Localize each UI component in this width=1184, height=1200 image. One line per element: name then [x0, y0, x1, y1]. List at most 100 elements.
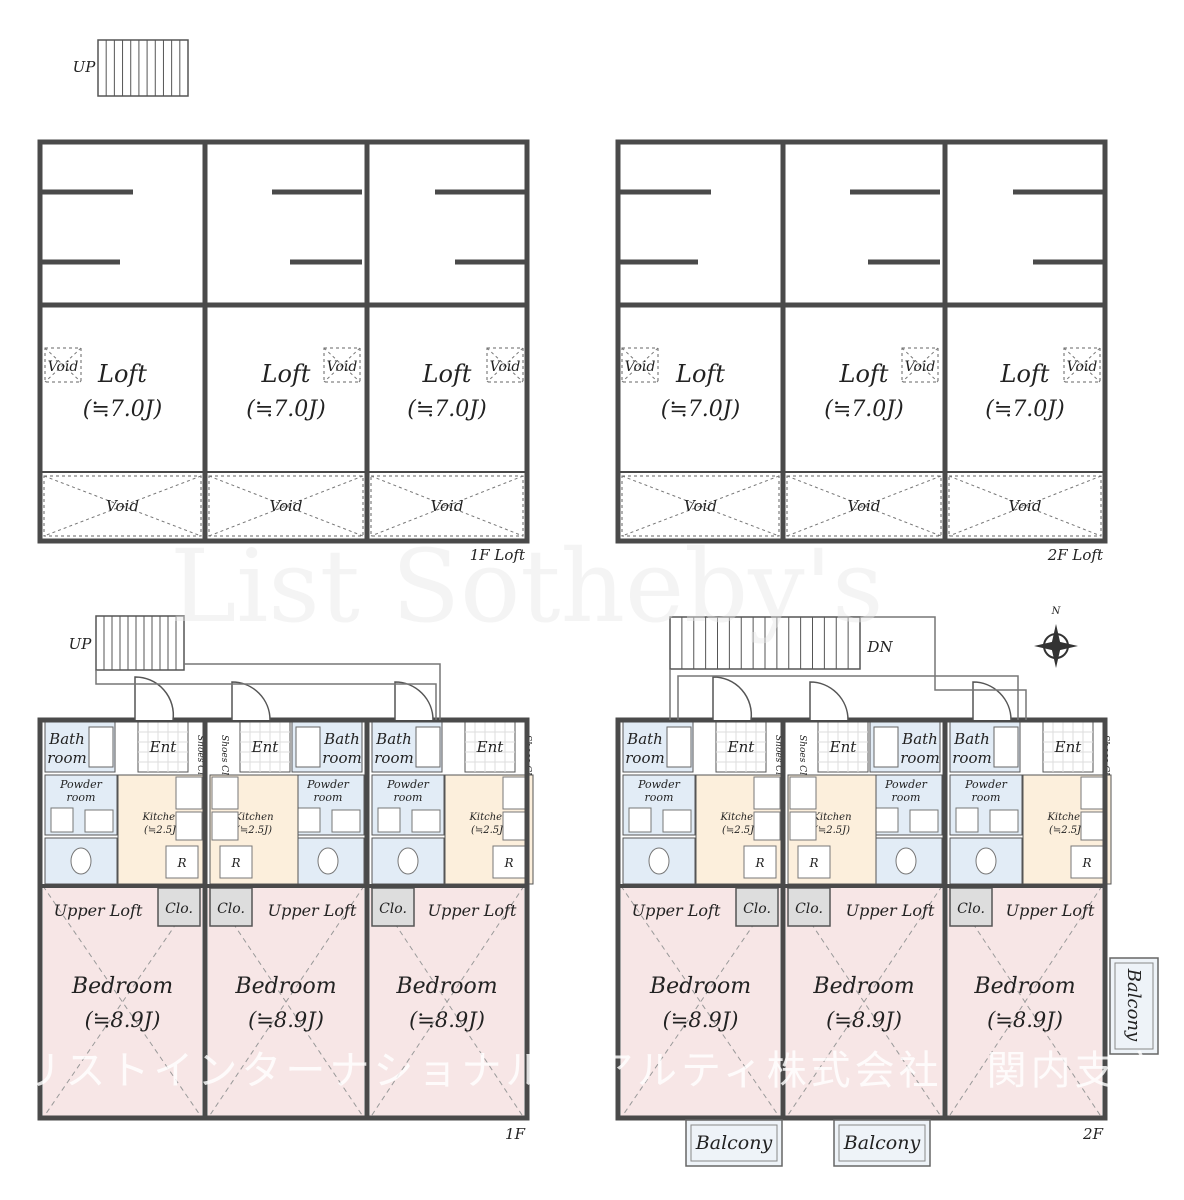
sink	[989, 809, 1019, 833]
loft-label: Loft	[1000, 360, 1050, 388]
bedroom-label: Bedroom	[812, 974, 914, 999]
bathtub	[295, 726, 321, 768]
stove	[789, 811, 817, 841]
entry-door	[809, 681, 849, 721]
fridge	[165, 845, 199, 879]
bedroom-size: (≒8.9J)	[987, 1008, 1063, 1032]
side-balcony-label: Balcony	[1123, 968, 1144, 1042]
closet	[209, 887, 253, 927]
bottom-void	[370, 475, 524, 537]
entry-door	[231, 681, 271, 721]
bedroom-size: (≒8.9J)	[663, 1008, 739, 1032]
closet-label: Clo.	[217, 901, 245, 917]
stair-outline	[97, 39, 189, 97]
upper-loft-diagonal	[947, 885, 1103, 1119]
loft-label: Loft	[97, 360, 147, 388]
bathtub	[993, 726, 1019, 768]
void-diagonal	[1063, 347, 1101, 383]
stove	[211, 811, 239, 841]
kitchen-label: Kitchen	[233, 812, 273, 823]
bottom-void	[948, 475, 1102, 537]
small-void-label: Void	[1067, 359, 1098, 375]
powder-room-label: room	[972, 791, 1001, 804]
upper-loft-label: Upper Loft	[632, 901, 721, 920]
void-diagonal	[44, 347, 82, 383]
floor-stair-2f	[669, 616, 861, 670]
kitchen-size: (≒2.5J)	[471, 825, 507, 836]
upper-loft-diagonal	[785, 885, 943, 1119]
ent-label: Ent	[476, 738, 505, 756]
shoes-closet-label: Shoes Clo	[773, 735, 783, 781]
dn-label: DN	[866, 638, 893, 656]
balcony-label: Balcony	[695, 1132, 773, 1154]
balcony	[685, 1119, 783, 1167]
powder-label: Powder	[306, 778, 350, 791]
loft-label: Loft	[422, 360, 472, 388]
kitchen-size: (≒2.5J)	[814, 825, 850, 836]
bottom-void	[208, 475, 364, 537]
powder-room-label: room	[314, 791, 343, 804]
loft-plan-1f: Loft(≒7.0J)VoidLoft(≒7.0J)VoidLoft(≒7.0J…	[37, 139, 530, 564]
floor-caption: 2F Loft	[1047, 546, 1104, 564]
toilet	[895, 847, 917, 875]
void-diagonal	[901, 347, 939, 383]
washer	[377, 807, 401, 833]
sink	[411, 809, 441, 833]
bath-label: Bath	[626, 730, 663, 748]
entry-door	[134, 676, 175, 721]
fridge-label: R	[176, 856, 186, 870]
loft-stair	[97, 39, 189, 97]
ent-label: Ent	[1054, 738, 1083, 756]
toilet	[317, 847, 339, 875]
entrance	[715, 721, 767, 773]
upper-loft-diagonal	[620, 885, 781, 1119]
toilet	[397, 847, 419, 875]
void-label: Void	[848, 497, 881, 515]
washer	[297, 807, 321, 833]
loft-size: (≒7.0J)	[407, 397, 486, 422]
balcony	[833, 1119, 931, 1167]
loft-label: Loft	[839, 360, 889, 388]
sink	[331, 809, 361, 833]
side-balcony	[1109, 957, 1159, 1055]
fridge-label: R	[503, 856, 513, 870]
upper-loft-label: Upper Loft	[428, 901, 517, 920]
kitchen-sink	[175, 776, 203, 810]
loft-size: (≒7.0J)	[661, 397, 740, 422]
bath-room-label: room	[952, 749, 991, 767]
entry-door	[972, 681, 1012, 721]
bath-label: Bath	[48, 730, 85, 748]
shoes-closet-label: Shoes Clo	[195, 735, 205, 781]
ent-label: Ent	[251, 738, 280, 756]
upper-loft-label: Upper Loft	[268, 901, 357, 920]
balcony-label: Balcony	[843, 1132, 921, 1154]
void-label: Void	[684, 497, 717, 515]
fridge	[743, 845, 777, 879]
entrance	[239, 721, 291, 773]
floor-caption: 1F Loft	[470, 546, 526, 564]
sink	[909, 809, 939, 833]
up-label: UP	[69, 635, 93, 653]
bathtub	[873, 726, 899, 768]
bedroom-label: Bedroom	[71, 974, 173, 999]
powder-room-label: room	[892, 791, 921, 804]
bedroom-label: Bedroom	[395, 974, 497, 999]
void-diagonal	[621, 347, 659, 383]
toilet	[648, 847, 670, 875]
closet-label: Clo.	[957, 901, 985, 917]
compass: N	[1034, 606, 1078, 668]
floor-outline-top	[615, 717, 1108, 1121]
powder-room-label: room	[645, 791, 674, 804]
fridge-label: R	[754, 856, 764, 870]
kitchen-size: (≒2.5J)	[722, 825, 758, 836]
loft-size: (≒7.0J)	[824, 397, 903, 422]
shoes-closet-label: Shoes Clo	[219, 735, 229, 781]
small-void-label: Void	[327, 359, 358, 375]
powder-label: Powder	[59, 778, 103, 791]
stove	[753, 811, 781, 841]
bedroom-label: Bedroom	[973, 974, 1075, 999]
bedroom-size: (≒8.9J)	[826, 1008, 902, 1032]
kitchen-label: Kitchen	[468, 812, 508, 823]
